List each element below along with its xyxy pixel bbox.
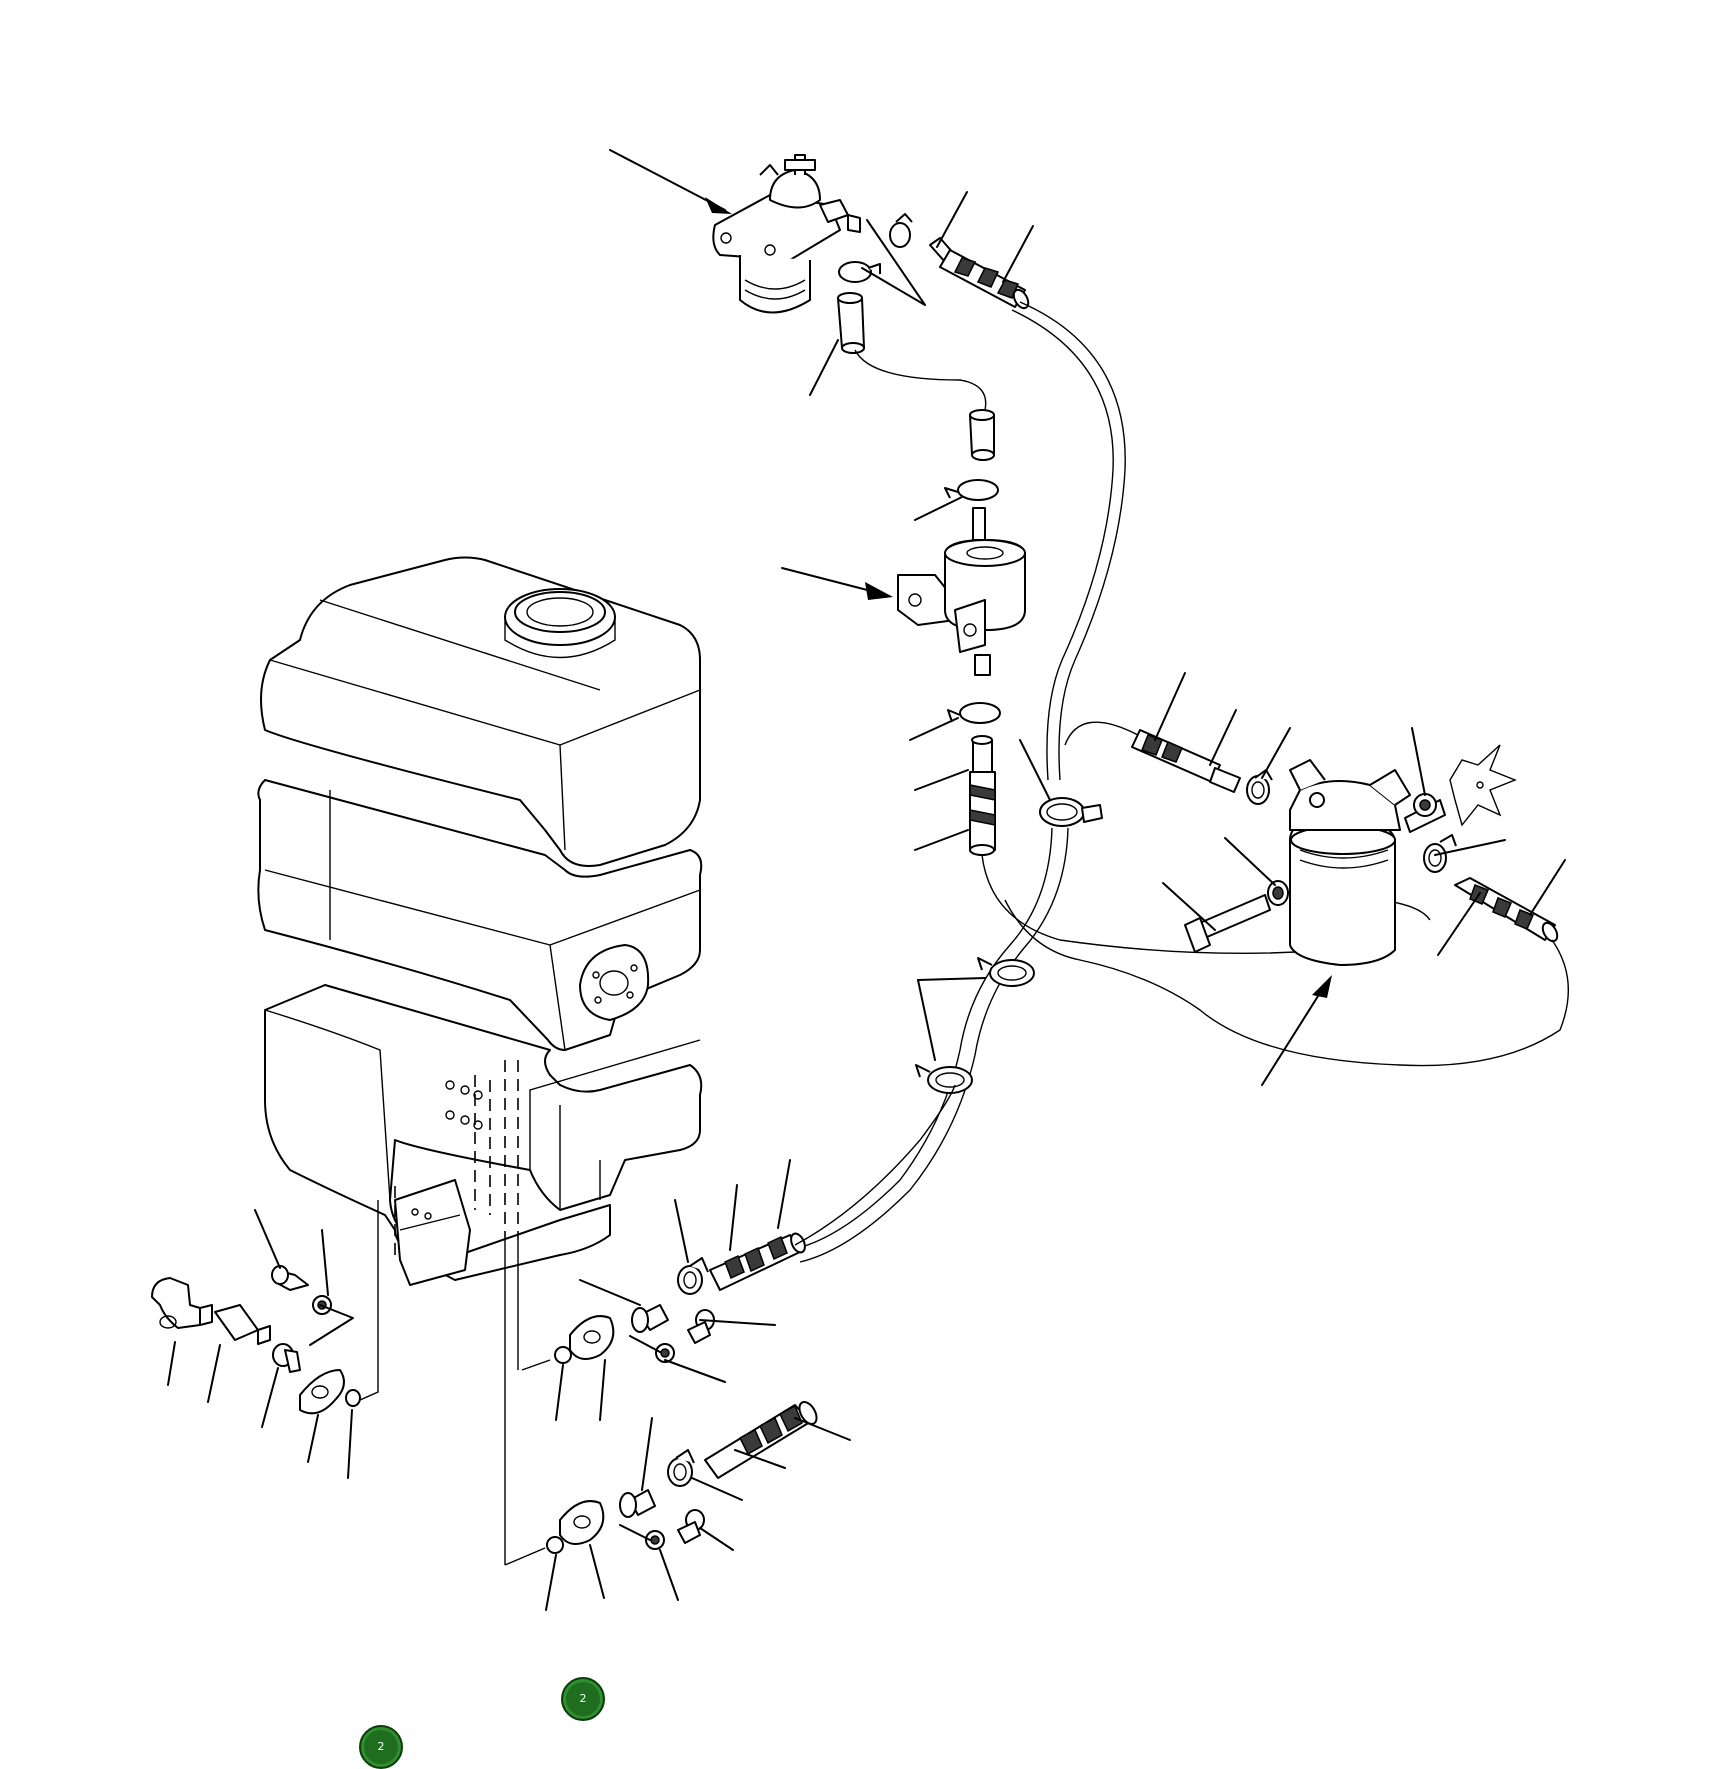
clamp-pair-mid-hose — [915, 957, 1035, 1094]
assembly-centre-lines — [394, 1060, 519, 1255]
fittings-center-lower — [546, 1401, 818, 1554]
inline-fuel-filter — [897, 539, 1026, 676]
secondary-filter-arrowhead — [1312, 975, 1332, 998]
spiral-hose-right — [1423, 834, 1559, 943]
elbow-fitting-left — [151, 1277, 213, 1329]
reference-badge-2b[interactable]: 2 — [359, 1725, 403, 1769]
spiral-hose-secondary-inlet — [1131, 729, 1273, 805]
inline-filter-arrowhead — [865, 582, 893, 600]
return-hose-upper — [1019, 301, 1126, 781]
primary-fuel-filter — [712, 154, 861, 314]
clamp-upper-filter — [944, 479, 999, 501]
spiral-hose-top — [929, 237, 1030, 310]
nipple-left — [272, 1343, 301, 1373]
filter-callout-arrow — [609, 149, 726, 211]
clamp-return-hose — [1039, 797, 1103, 827]
filter-nipple-top — [972, 507, 986, 541]
clamp-lower-filter — [947, 702, 1001, 724]
washer-and-section-mark — [1413, 744, 1517, 827]
filter-arrowhead — [705, 197, 732, 214]
short-hose-vertical — [837, 292, 865, 354]
flange-gasket-left — [299, 1369, 361, 1415]
hose-with-guard-middle — [969, 735, 996, 856]
reference-badge-2a[interactable]: 2 — [561, 1677, 605, 1721]
fittings-center-upper — [554, 1232, 806, 1364]
top-hose-clamps — [838, 213, 913, 283]
hose-stub-upper — [969, 409, 995, 461]
hose-connector-left — [214, 1304, 271, 1345]
secondary-fuel-filter — [1289, 759, 1446, 966]
fuel-tank — [257, 556, 703, 1286]
